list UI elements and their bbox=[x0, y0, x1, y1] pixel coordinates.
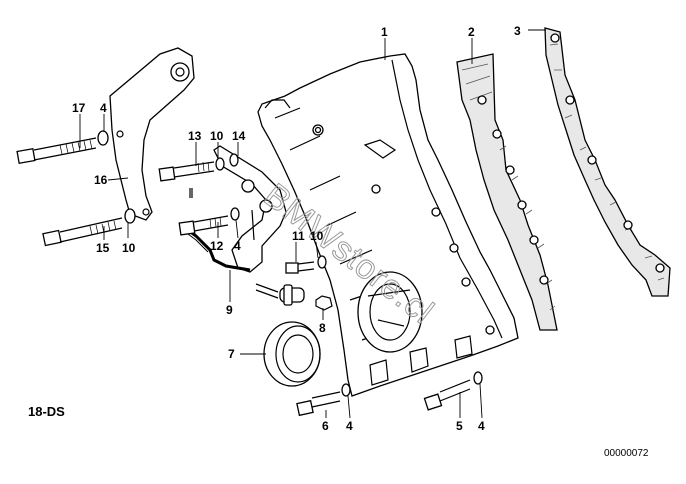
callout-13: 13 bbox=[188, 129, 202, 143]
diagram-code: 18-DS bbox=[28, 404, 65, 419]
callout-9: 9 bbox=[226, 303, 233, 317]
callout-4: 4 bbox=[234, 239, 241, 253]
callout-10: 10 bbox=[122, 241, 136, 255]
bracket-part-16 bbox=[109, 47, 195, 221]
callout-4: 4 bbox=[346, 419, 353, 433]
callout-10: 10 bbox=[310, 229, 324, 243]
callout-7: 7 bbox=[228, 347, 235, 361]
sensor-part-8 bbox=[255, 283, 333, 311]
drawing-number: 00000072 bbox=[604, 448, 649, 459]
callout-5: 5 bbox=[456, 419, 463, 433]
gasket-part-3 bbox=[544, 27, 671, 297]
callout-15: 15 bbox=[96, 241, 110, 255]
callout-6: 6 bbox=[322, 419, 329, 433]
dipstick-guide-tube bbox=[187, 188, 251, 272]
callout-11: 11 bbox=[292, 229, 305, 243]
bolts-group bbox=[16, 130, 483, 417]
gasket-part-2 bbox=[456, 53, 558, 331]
callout-4: 4 bbox=[478, 419, 485, 433]
callout-12: 12 bbox=[210, 239, 224, 253]
callout-17: 17 bbox=[72, 101, 86, 115]
timing-cover-part-1 bbox=[257, 53, 519, 397]
radial-seal-part-7 bbox=[263, 321, 321, 387]
callout-10: 10 bbox=[210, 129, 224, 143]
callout-1: 1 bbox=[381, 25, 388, 39]
callout-labels: 1 2 3 17 4 16 15 10 13 10 14 12 4 11 10 … bbox=[72, 24, 521, 433]
callout-14: 14 bbox=[232, 129, 246, 143]
callout-16: 16 bbox=[94, 173, 108, 187]
callout-2: 2 bbox=[468, 25, 475, 39]
callout-4: 4 bbox=[100, 101, 107, 115]
leader-lines bbox=[79, 29, 546, 419]
callout-8: 8 bbox=[319, 321, 326, 335]
callout-3: 3 bbox=[514, 24, 521, 38]
